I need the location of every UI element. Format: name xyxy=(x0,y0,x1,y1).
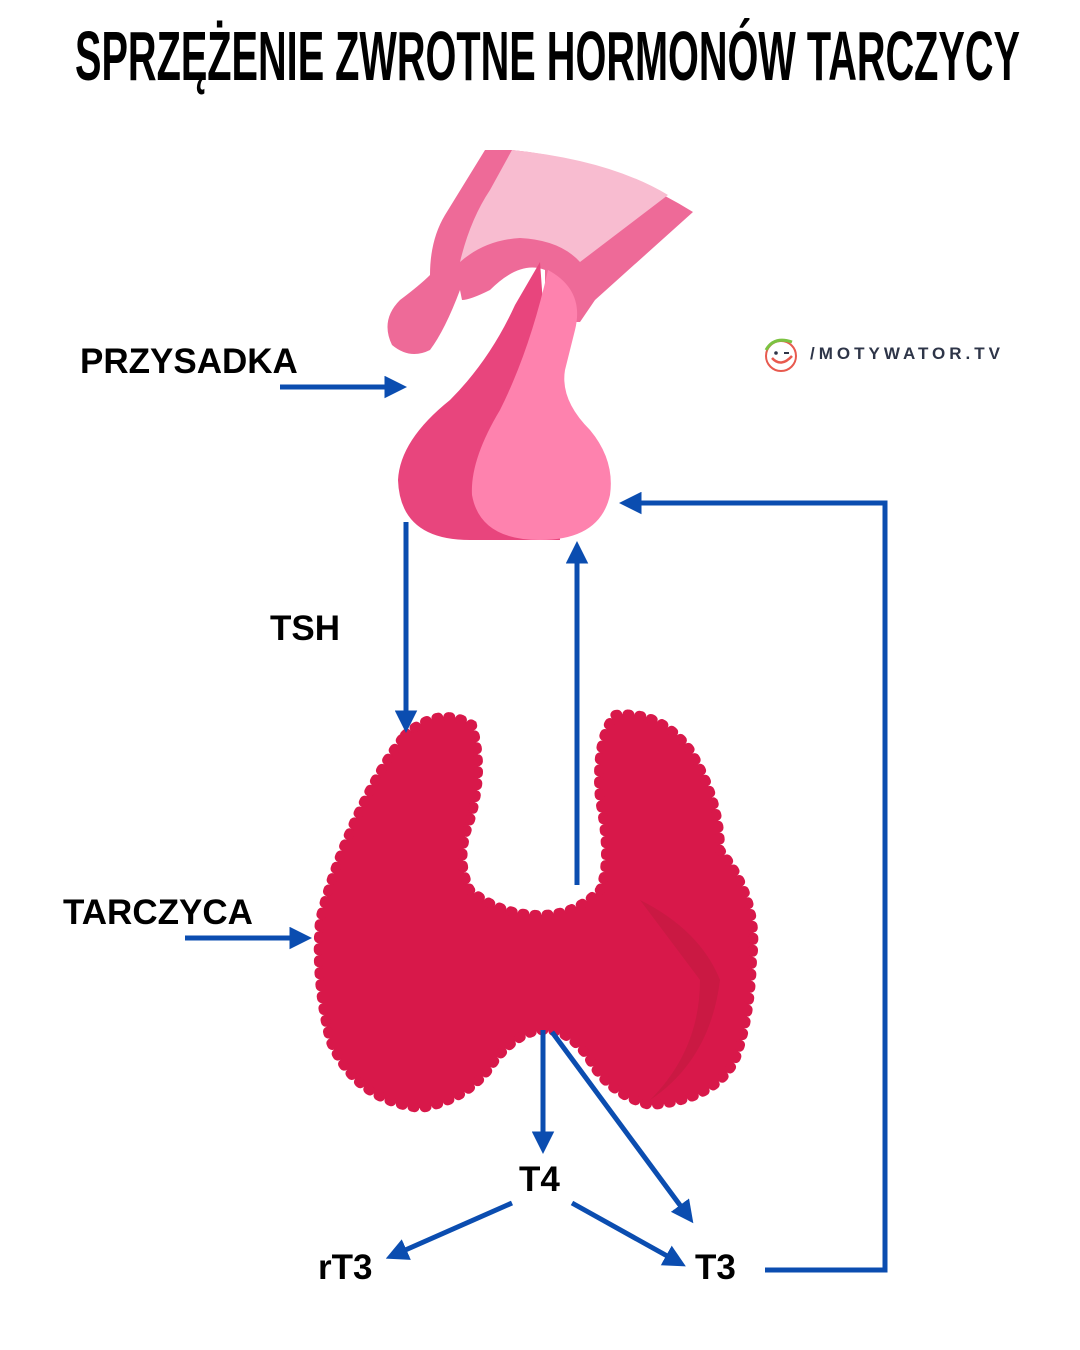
thyroid-gland-illustration xyxy=(313,709,759,1114)
label-thyroid: TARCZYCA xyxy=(63,893,253,932)
arrow-t3-feedback xyxy=(619,491,888,1273)
arrow-t4-t3 xyxy=(570,1200,686,1267)
smiley-face-icon xyxy=(764,338,797,372)
label-tsh: TSH xyxy=(270,609,340,648)
arrow-thyroid-t3 xyxy=(549,1030,694,1224)
page-title: SPRZĘŻENIE ZWROTNE HORMONÓW TARCZYCY xyxy=(75,17,1020,95)
label-t3: T3 xyxy=(695,1248,736,1287)
label-pituitary: PRZYSADKA xyxy=(80,342,298,381)
logo-text: /MOTYWATOR.TV xyxy=(810,344,1004,363)
arrow-t4-rt3 xyxy=(385,1200,514,1260)
label-rt3: rT3 xyxy=(318,1248,373,1287)
pituitary-gland-illustration xyxy=(387,150,693,540)
label-t4: T4 xyxy=(519,1160,560,1199)
logo: /MOTYWATOR.TV xyxy=(760,334,1004,374)
